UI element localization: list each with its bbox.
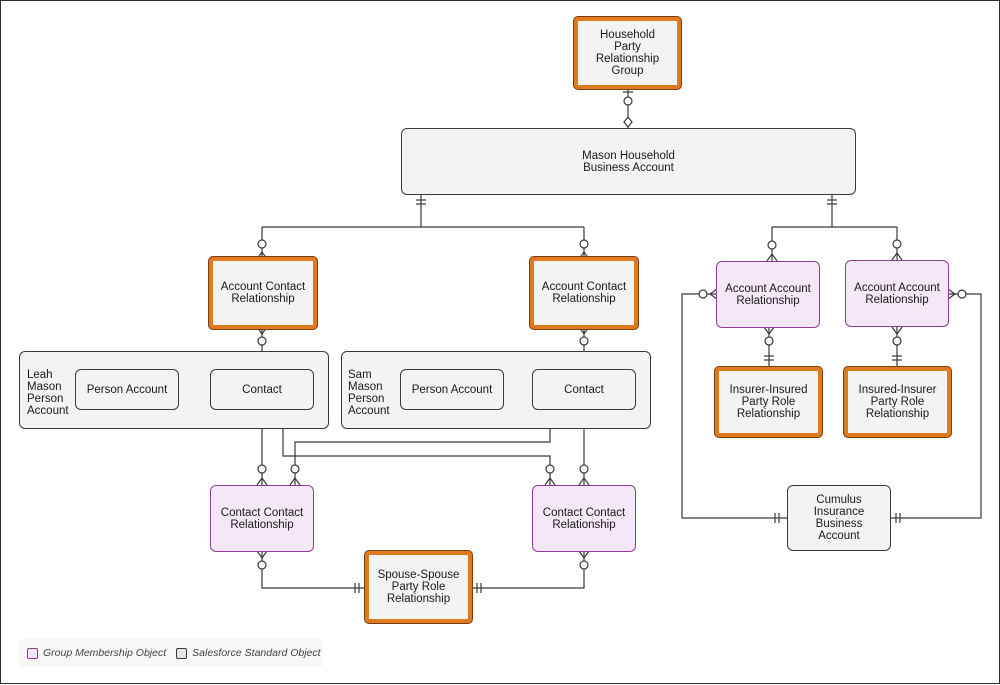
acr-right-label: Account Contact Relationship [541, 281, 627, 305]
spouse-spouse-party-role-relationship[interactable]: Spouse-Spouse Party Role Relationship [365, 551, 472, 623]
leah-contact[interactable]: Contact [210, 369, 314, 410]
standard-object-swatch [176, 647, 188, 659]
acr-left-label: Account Contact Relationship [220, 281, 306, 305]
insured-insurer-party-role-relationship[interactable]: Insured-Insurer Party Role Relationship [844, 367, 951, 437]
leah-person-account-label: Leah Mason Person Account [27, 369, 69, 417]
legend-standard-object: Salesforce Standard Object [192, 647, 321, 659]
spouse-spouse-label: Spouse-Spouse Party Role Relationship [377, 569, 460, 605]
group-membership-swatch [27, 647, 38, 659]
insurer-insured-label: Insurer-Insured Party Role Relationship [729, 384, 808, 420]
mason-household-business-account[interactable]: Mason Household Business Account [401, 128, 856, 195]
legend-group-membership: Group Membership Object [43, 647, 167, 659]
account-account-relationship-right[interactable]: Account Account Relationship [845, 260, 949, 327]
cumulus-label: Cumulus Insurance Business Account [813, 494, 865, 542]
ccr-left-label: Contact Contact Relationship [220, 506, 304, 531]
account-contact-relationship-right[interactable]: Account Contact Relationship [530, 257, 638, 329]
cumulus-insurance-business-account[interactable]: Cumulus Insurance Business Account [787, 485, 891, 551]
household-party-relationship-group[interactable]: Household Party Relationship Group [574, 17, 681, 89]
leah-person-account[interactable]: Person Account [75, 369, 179, 410]
sam-person-account-label: Sam Mason Person Account [348, 369, 390, 417]
contact-contact-relationship-left[interactable]: Contact Contact Relationship [210, 485, 314, 552]
mason-household-label: Mason Household Business Account [582, 149, 675, 174]
aar-left-label: Account Account Relationship [725, 282, 811, 307]
sam-contact[interactable]: Contact [532, 369, 636, 410]
leah-contact-text: Contact [242, 383, 282, 396]
leah-person-account-text: Person Account [86, 383, 168, 396]
household-party-relationship-group-label: Household Party Relationship Group [595, 29, 660, 77]
insurer-insured-party-role-relationship[interactable]: Insurer-Insured Party Role Relationship [715, 367, 822, 437]
account-account-relationship-left[interactable]: Account Account Relationship [716, 261, 820, 328]
insured-insurer-label: Insured-Insurer Party Role Relationship [858, 384, 937, 420]
ccr-right-label: Contact Contact Relationship [542, 506, 626, 531]
aar-right-label: Account Account Relationship [854, 281, 940, 306]
sam-person-account[interactable]: Person Account [400, 369, 504, 410]
sam-contact-text: Contact [564, 383, 604, 396]
contact-contact-relationship-right[interactable]: Contact Contact Relationship [532, 485, 636, 552]
account-contact-relationship-left[interactable]: Account Contact Relationship [209, 257, 317, 329]
legend: Group Membership Object Salesforce Stand… [19, 639, 323, 667]
sam-person-account-text: Person Account [411, 383, 493, 396]
